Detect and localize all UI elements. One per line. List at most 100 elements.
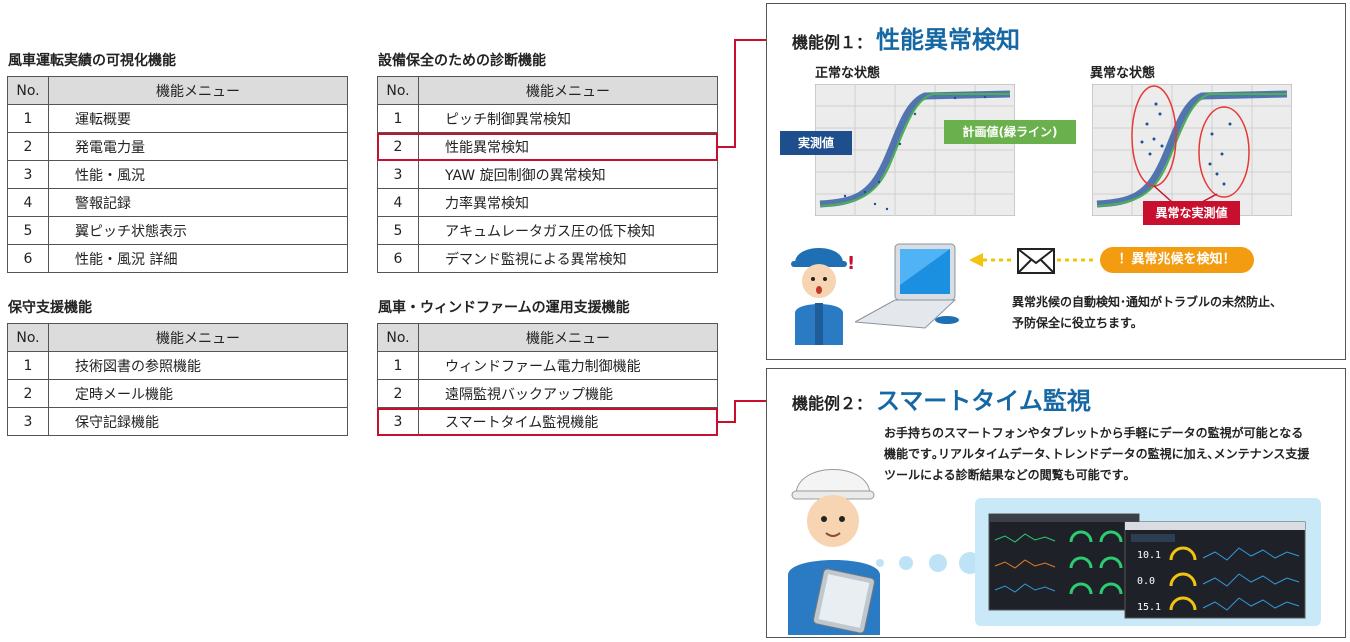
dashboard-value-2: 0.0 bbox=[1137, 576, 1156, 587]
abnormal-scatter-chart bbox=[1092, 84, 1292, 216]
section-title-visualization: 風車運転実績の可視化機能 bbox=[8, 53, 176, 69]
row-no: 2 bbox=[7, 132, 49, 161]
row-function: 翼ピッチ状態表示 bbox=[48, 216, 348, 245]
col-no-header: No. bbox=[377, 323, 419, 352]
envelope-icon bbox=[1017, 248, 1055, 274]
row-function: YAW 旋回制御の異常検知 bbox=[418, 160, 718, 189]
col-no-header: No. bbox=[377, 76, 419, 105]
row-no: 3 bbox=[377, 160, 419, 189]
row-function: 力率異常検知 bbox=[418, 188, 718, 217]
example1-name: 性能異常検知 bbox=[876, 26, 1021, 54]
col-menu-header: 機能メニュー bbox=[48, 76, 348, 105]
section-title-maintenance: 保守支援機能 bbox=[8, 300, 92, 316]
col-no-header: No. bbox=[7, 323, 49, 352]
example2-prefix: 機能例２： bbox=[792, 394, 873, 413]
abnormal-state-label: 異常な状態 bbox=[1090, 66, 1156, 81]
row-no: 1 bbox=[7, 351, 49, 380]
example2-heading: 機能例２： スマートタイム監視 bbox=[792, 381, 1091, 416]
row-function: 保守記録機能 bbox=[48, 407, 348, 436]
table-header-row: No. 機能メニュー bbox=[7, 323, 348, 352]
row-function: 定時メール機能 bbox=[48, 379, 348, 408]
row-no: 1 bbox=[377, 351, 419, 380]
worker-tablet-illustration-icon bbox=[788, 469, 880, 635]
col-no-header: No. bbox=[7, 76, 49, 105]
row-function: 警報記録 bbox=[48, 188, 348, 217]
row-no: 5 bbox=[377, 216, 419, 245]
svg-text:!: ! bbox=[847, 253, 855, 274]
row-function: 性能・風況 bbox=[48, 160, 348, 189]
highlight-performance-anomaly-row bbox=[377, 133, 718, 161]
row-function: 遠隔監視バックアップ機能 bbox=[418, 379, 718, 408]
row-no: 4 bbox=[377, 188, 419, 217]
col-menu-header: 機能メニュー bbox=[48, 323, 348, 352]
example1-heading: 機能例１： 性能異常検知 bbox=[792, 20, 1020, 55]
table-header-row: No. 機能メニュー bbox=[377, 323, 718, 352]
example2-description-line: お手持ちのスマートフォンやタブレットから手軽にデータの監視が可能となる bbox=[884, 426, 1304, 440]
dashboard-screens-graphic-icon bbox=[988, 513, 1306, 619]
row-no: 6 bbox=[377, 244, 419, 273]
row-function: ウィンドファーム電力制御機能 bbox=[418, 351, 718, 380]
anomaly-alert-badge: ！異常兆候を検知！ bbox=[1100, 247, 1254, 273]
planned-value-tag: 計画値(緑ライン) bbox=[944, 120, 1076, 144]
example2-description-line: ツールによる診断結果などの閲覧も可能です｡ bbox=[884, 468, 1130, 482]
row-no: 5 bbox=[7, 216, 49, 245]
row-function: 技術図書の参照機能 bbox=[48, 351, 348, 380]
col-menu-header: 機能メニュー bbox=[418, 76, 718, 105]
row-function: 発電電力量 bbox=[48, 132, 348, 161]
worker-alert-illustration-icon: ! bbox=[791, 248, 855, 345]
dashboard-value-1: 10.1 bbox=[1137, 550, 1162, 561]
example1-description: 異常兆候の自動検知･通知がトラブルの未然防止、 予防保全に役立ちます。 bbox=[1012, 292, 1282, 334]
example1-description-line: 異常兆候の自動検知･通知がトラブルの未然防止、 bbox=[1012, 295, 1283, 309]
example2-name: スマートタイム監視 bbox=[876, 387, 1091, 415]
row-no: 2 bbox=[7, 379, 49, 408]
row-no: 4 bbox=[7, 188, 49, 217]
row-function: ピッチ制御異常検知 bbox=[418, 104, 718, 133]
example1-prefix: 機能例１： bbox=[792, 33, 873, 52]
section-title-diagnosis: 設備保全のための診断機能 bbox=[378, 53, 546, 69]
dashboard-screens: 10.1 0.0 15.1 bbox=[975, 498, 1321, 626]
highlight-smart-time-row bbox=[377, 408, 718, 436]
normal-state-label: 正常な状態 bbox=[815, 66, 881, 81]
row-no: 3 bbox=[7, 407, 49, 436]
table-header-row: No. 機能メニュー bbox=[7, 76, 348, 105]
laptop-icon bbox=[855, 243, 959, 329]
section-title-operation-support: 風車・ウィンドファームの運用支援機能 bbox=[378, 300, 630, 316]
thought-bubbles-icon bbox=[876, 552, 981, 574]
example2-description: お手持ちのスマートフォンやタブレットから手軽にデータの監視が可能となる 機能です… bbox=[884, 423, 1309, 486]
example2-description-line: 機能です｡リアルタイムデータ､トレンドデータの監視に加え､メンテナンス支援 bbox=[884, 447, 1310, 461]
row-no: 3 bbox=[7, 160, 49, 189]
row-no: 1 bbox=[377, 104, 419, 133]
table-header-row: No. 機能メニュー bbox=[377, 76, 718, 105]
abnormal-value-tag: 異常な実測値 bbox=[1143, 201, 1240, 225]
row-function: デマンド監視による異常検知 bbox=[418, 244, 718, 273]
dashboard-value-3: 15.1 bbox=[1137, 602, 1162, 613]
row-no: 2 bbox=[377, 379, 419, 408]
row-function: 運転概要 bbox=[48, 104, 348, 133]
alert-notification-flow bbox=[969, 253, 1095, 267]
example1-description-line: 予防保全に役立ちます。 bbox=[1012, 316, 1143, 330]
row-no: 1 bbox=[7, 104, 49, 133]
row-function: スマートタイム監視機能 bbox=[418, 407, 718, 436]
col-menu-header: 機能メニュー bbox=[418, 323, 718, 352]
row-no: 6 bbox=[7, 244, 49, 273]
measured-value-tag: 実測値 bbox=[780, 131, 852, 155]
row-function: 性能・風況 詳細 bbox=[48, 244, 348, 273]
